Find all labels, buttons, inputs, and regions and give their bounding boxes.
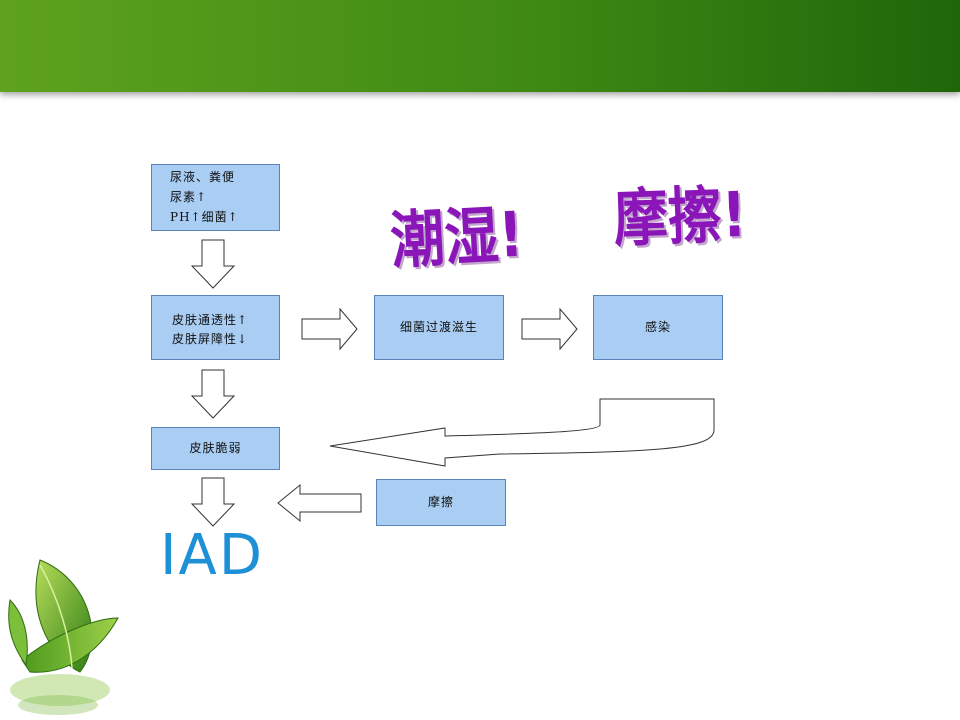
down-arrow-3 bbox=[190, 477, 236, 527]
bacteria-overgrowth-box: 细菌过渡滋生 bbox=[374, 295, 504, 360]
header-bar bbox=[0, 0, 960, 92]
urine-line-1: 尿液、粪便 bbox=[170, 170, 236, 184]
urine-feces-box: 尿液、粪便 尿素↑ PH↑细菌↑ bbox=[151, 164, 280, 231]
fragile-label: 皮肤脆弱 bbox=[189, 441, 242, 455]
down-arrow-2 bbox=[190, 369, 236, 419]
friction-box: 摩擦 bbox=[376, 479, 506, 526]
right-arrow-1 bbox=[301, 307, 358, 351]
skin-permeability-box: 皮肤通透性↑ 皮肤屏障性↓ bbox=[151, 295, 280, 360]
permeability-line-2: 皮肤屏障性↓ bbox=[172, 332, 249, 346]
infection-label: 感染 bbox=[644, 320, 671, 334]
down-arrow-1 bbox=[190, 239, 236, 289]
iad-label: IAD bbox=[160, 523, 264, 588]
left-arrow-friction bbox=[277, 483, 362, 523]
infection-box: 感染 bbox=[593, 295, 723, 360]
permeability-line-1: 皮肤通透性↑ bbox=[172, 313, 249, 327]
curved-return-arrow bbox=[329, 398, 715, 467]
skin-fragile-box: 皮肤脆弱 bbox=[151, 427, 280, 470]
urine-line-2: 尿素↑ bbox=[170, 190, 208, 204]
bacteria-label: 细菌过渡滋生 bbox=[399, 320, 478, 334]
friction-label: 摩擦 bbox=[427, 495, 454, 509]
right-arrow-2 bbox=[521, 307, 578, 351]
urine-line-3: PH↑细菌↑ bbox=[170, 210, 239, 224]
